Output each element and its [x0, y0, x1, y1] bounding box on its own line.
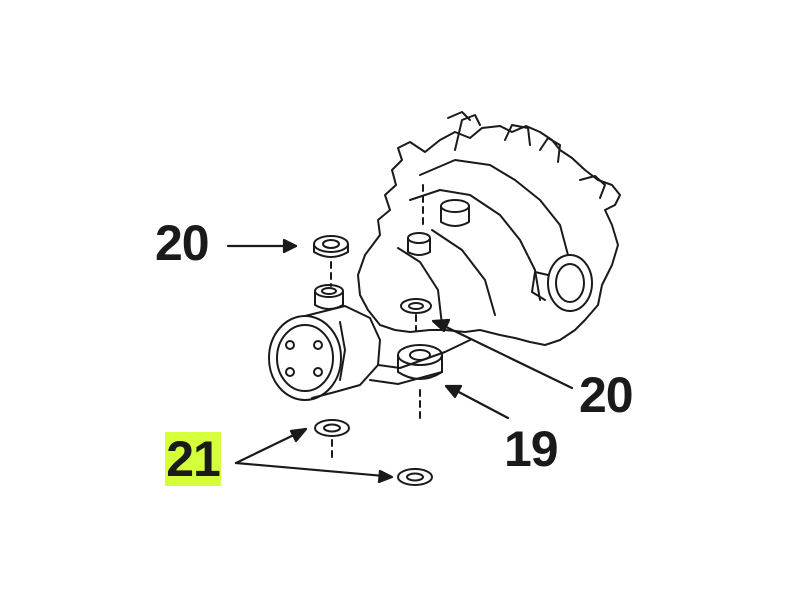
arrow-part-19: [453, 388, 510, 420]
highlight-box: [165, 432, 221, 486]
part-19-mount-bushing: [397, 344, 443, 421]
axle-output-flange: [531, 254, 593, 312]
callout-part-20-right: 20: [579, 367, 634, 423]
rear-mount-bracket: [369, 339, 471, 385]
arrow-part-21-upper: [234, 430, 302, 465]
part-21-washer-upper: [314, 419, 350, 459]
callout-part-19: 19: [504, 421, 559, 477]
differential-housing: [357, 111, 621, 346]
arrow-part-21-lower: [234, 461, 386, 478]
pinion-flange: [268, 305, 381, 401]
part-20-center-bushing: [400, 298, 432, 331]
part-21-washer-lower: [397, 468, 433, 486]
callout-part-20-upper: 20: [155, 215, 210, 271]
left-mount-bushing: [314, 284, 344, 310]
callout-part-21-text: 21: [166, 431, 221, 487]
leader-arrows: [226, 238, 574, 484]
part-20-upper-bushing: [313, 235, 349, 287]
callout-part-21-highlighted: 21: [165, 432, 221, 486]
arrow-part-20-right: [438, 322, 574, 390]
